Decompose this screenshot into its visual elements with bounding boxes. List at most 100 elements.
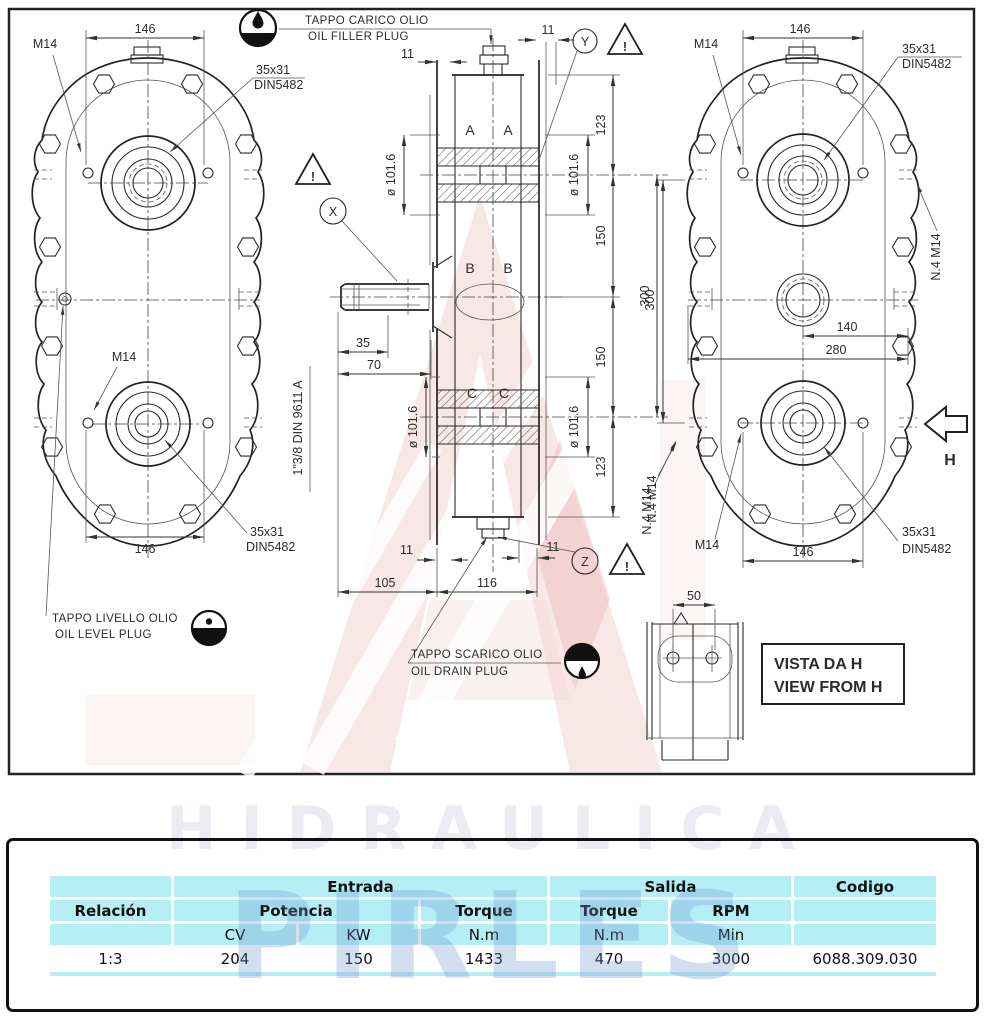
- section-letter-B2: B: [503, 260, 512, 276]
- label-spline-left-bottom: 35x31: [250, 525, 284, 539]
- label-n4m14-right-top: N.4 M14: [929, 233, 943, 280]
- label-din9611: 1"3/8 DIN 9611 A: [291, 380, 305, 476]
- dim-101-top-left: ø 101.6: [384, 154, 398, 196]
- section-letter-B1: B: [465, 260, 474, 276]
- spec-table: Entrada Salida Codigo Relación Potencia …: [50, 876, 936, 969]
- dim-146-right-bottom: 146: [793, 545, 814, 559]
- dim-11-bot-right: 11: [547, 540, 560, 554]
- dim-101-bot-left: ø 101.6: [406, 406, 420, 448]
- dim-101-top-right: ø 101.6: [567, 154, 581, 196]
- group-codigo: Codigo: [794, 876, 936, 897]
- svg-text:!: !: [623, 40, 627, 54]
- label-n4m14-right-bottom: N.4 M14: [645, 475, 659, 522]
- dim-300-center: 300: [638, 286, 652, 307]
- label-din5482-left-bottom: DIN5482: [246, 540, 295, 554]
- label-spline-right-top: 35x31: [902, 42, 936, 56]
- header-relacion: Relación: [50, 900, 171, 921]
- section-letter-C1: C: [467, 385, 477, 401]
- view-from-h-text: VIEW FROM H: [774, 679, 882, 696]
- oil-filler-it: TAPPO CARICO OLIO: [305, 15, 429, 27]
- group-cell-empty: [50, 876, 171, 897]
- front-view-right: 146 M14 35x31 DIN5482 300 140 280 H N.4 …: [643, 22, 968, 568]
- header-torque-out: Torque: [550, 900, 668, 921]
- label-n4m14-center: N.4 M14: [640, 487, 654, 534]
- section-letter-C2: C: [499, 385, 509, 401]
- label-spline-left-top: 35x31: [256, 63, 290, 77]
- dim-101-bot-right: ø 101.6: [567, 406, 581, 448]
- label-h: H: [944, 452, 956, 469]
- unit-kw: KW: [299, 924, 418, 945]
- oil-drain-it: TAPPO SCARICO OLIO: [411, 649, 543, 661]
- value-kw: 150: [299, 948, 418, 969]
- oil-level-it: TAPPO LIVELLO OLIO: [52, 613, 178, 625]
- marker-z: Z: [581, 555, 589, 569]
- view-from-h-box: VISTA DA H VIEW FROM H: [761, 643, 905, 705]
- group-entrada: Entrada: [174, 876, 547, 897]
- dim-123-bottom: 123: [594, 457, 608, 478]
- technical-drawing: 146 M14 35x31 DIN5482 M14 146 35x31 DIN5…: [7, 7, 976, 780]
- drawing-border: [7, 7, 976, 776]
- header-torque-in: Torque: [421, 900, 547, 921]
- value-relacion: 1:3: [50, 948, 171, 969]
- label-din5482-left-top: DIN5482: [254, 78, 303, 92]
- dim-50: 50: [687, 589, 701, 603]
- section-letter-A2: A: [503, 122, 513, 138]
- dim-280: 280: [826, 343, 847, 357]
- value-rpm: 3000: [671, 948, 791, 969]
- marker-x: X: [329, 205, 338, 219]
- label-din5482-right-top: DIN5482: [902, 57, 951, 71]
- oil-filler-icon: [238, 8, 278, 48]
- oil-level-icon: [190, 609, 228, 647]
- unit-empty-codigo: [794, 924, 936, 945]
- unit-empty-relacion: [50, 924, 171, 945]
- table-bottom-strip: [50, 972, 936, 976]
- dim-300-right: 300: [643, 290, 657, 311]
- label-m14-left-mid: M14: [112, 350, 136, 364]
- oil-filler-en: OIL FILLER PLUG: [308, 31, 409, 43]
- unit-nm-in: N.m: [421, 924, 547, 945]
- header-rpm: RPM: [671, 900, 791, 921]
- value-cv: 204: [174, 948, 296, 969]
- vista-da-h-text: VISTA DA H: [774, 656, 862, 673]
- view-direction-arrow-h: H: [923, 404, 968, 469]
- group-salida: Salida: [550, 876, 791, 897]
- value-torque-in: 1433: [421, 948, 547, 969]
- svg-text:!: !: [625, 560, 629, 574]
- svg-text:!: !: [311, 170, 315, 184]
- dim-123-top: 123: [594, 115, 608, 136]
- oil-level-en: OIL LEVEL PLUG: [55, 629, 152, 641]
- oil-level-label: TAPPO LIVELLO OLIO OIL LEVEL PLUG: [45, 305, 228, 647]
- pink-logo-watermark: [85, 195, 705, 780]
- unit-min: Min: [671, 924, 791, 945]
- warning-triangle-bottom: !: [608, 542, 646, 575]
- label-m14-left-top: M14: [33, 37, 57, 51]
- label-m14-right-bottom: M14: [695, 538, 719, 552]
- unit-nm-out: N.m: [550, 924, 668, 945]
- spec-panel: Entrada Salida Codigo Relación Potencia …: [6, 838, 979, 1012]
- unit-cv: CV: [174, 924, 296, 945]
- dim-11-top-left: 11: [401, 47, 414, 61]
- dim-140: 140: [837, 320, 858, 334]
- header-empty-codigo: [794, 900, 936, 921]
- dim-150-top: 150: [594, 226, 608, 247]
- oil-filler-label: TAPPO CARICO OLIO OIL FILLER PLUG: [238, 8, 493, 48]
- label-din5482-right-bottom: DIN5482: [902, 542, 951, 556]
- header-potencia: Potencia: [174, 900, 418, 921]
- dim-150-bottom: 150: [594, 347, 608, 368]
- dim-116: 116: [477, 576, 497, 590]
- dim-11-top-right: 11: [542, 23, 555, 37]
- dim-70: 70: [367, 358, 381, 372]
- dim-11-bot-left: 11: [400, 543, 413, 557]
- dim-146-left-bottom: 146: [135, 542, 156, 556]
- oil-drain-en: OIL DRAIN PLUG: [411, 666, 508, 678]
- value-codigo: 6088.309.030: [794, 948, 936, 969]
- oil-drain-icon: [563, 642, 601, 680]
- dim-105: 105: [375, 576, 396, 590]
- dim-146-right-top: 146: [790, 22, 811, 36]
- section-letter-A1: A: [465, 122, 475, 138]
- oil-drain-label: TAPPO SCARICO OLIO OIL DRAIN PLUG: [407, 536, 601, 680]
- dim-146-left-top: 146: [135, 22, 156, 36]
- marker-y: Y: [581, 35, 590, 49]
- front-view-left: 146 M14 35x31 DIN5482 M14 146 35x31 DIN5…: [32, 22, 305, 647]
